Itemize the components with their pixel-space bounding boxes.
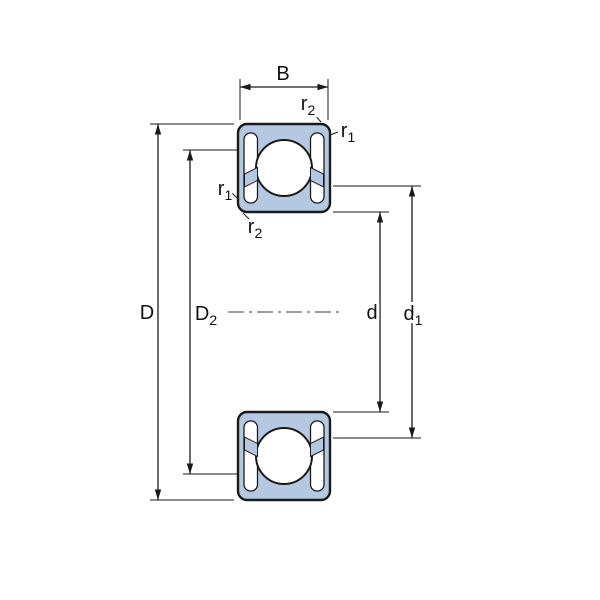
label-radius-r1-top: r1 xyxy=(341,120,356,145)
label-outer-diameter-D: D xyxy=(140,302,154,324)
bearing-section-bottom xyxy=(236,410,332,502)
label-recess-diameter-D2: D2 xyxy=(195,303,217,328)
dimension-D: D xyxy=(137,123,234,501)
dimension-d1: d1 xyxy=(333,185,426,439)
label-bore-diameter-d: d xyxy=(366,302,377,324)
label-radius-r2-bottom: r2 xyxy=(248,216,263,241)
dimension-D2: D2 xyxy=(183,149,237,475)
leader-line xyxy=(242,212,251,221)
leader-line xyxy=(312,112,322,123)
leader-line xyxy=(329,131,339,136)
label-shoulder-diameter-d1: d1 xyxy=(404,303,423,328)
label-radius-r1-left: r1 xyxy=(218,178,233,203)
dimension-d: d xyxy=(333,211,389,413)
dimension-B: B xyxy=(239,60,329,120)
label-radius-r2-top: r2 xyxy=(301,93,316,118)
leader-line xyxy=(231,192,240,201)
bearing-section-top xyxy=(236,122,332,214)
label-width-B: B xyxy=(276,63,289,85)
